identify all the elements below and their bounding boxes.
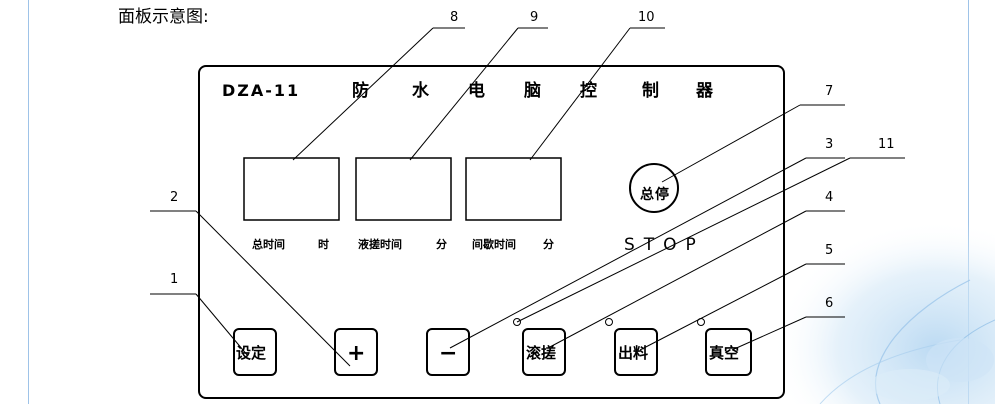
title-char-3: 电	[468, 80, 485, 101]
callout-6: 6	[825, 296, 833, 311]
leader-line-7-diag	[661, 104, 801, 183]
leader-line-1-diag	[195, 293, 249, 357]
discharge-button-label: 出料	[618, 344, 648, 362]
label-tumble-time: 液搓时间	[358, 237, 402, 251]
stop-button[interactable]	[629, 163, 679, 213]
set-button[interactable]	[233, 328, 277, 376]
stop-button-char-1: 总	[640, 186, 654, 203]
callout-10: 10	[638, 10, 655, 25]
label-total-time-unit: 时	[318, 237, 329, 251]
callout-5: 5	[825, 243, 833, 258]
page-border-left	[28, 0, 29, 404]
leader-line-8-diag	[292, 27, 434, 161]
leader-line-6-diag	[731, 316, 807, 351]
callout-7: 7	[825, 84, 833, 99]
label-interval-time-unit: 分	[543, 237, 554, 251]
stop-label: STOP	[624, 235, 705, 255]
leader-line-9-diag	[409, 27, 519, 161]
callout-4: 4	[825, 190, 833, 205]
title-char-6: 制	[642, 80, 659, 101]
callout-3: 3	[825, 137, 833, 152]
tumble-button-label: 滚搓	[526, 344, 556, 362]
label-interval-time: 间歇时间	[472, 237, 516, 251]
plus-button-label: +	[347, 341, 365, 366]
callout-2: 2	[170, 190, 178, 205]
callout-9: 9	[530, 10, 538, 25]
set-button-label: 设定	[236, 344, 266, 362]
label-tumble-time-unit: 分	[436, 237, 447, 251]
title-char-1: 防	[352, 80, 369, 101]
title-char-7: 器	[695, 81, 714, 101]
callout-11: 11	[878, 137, 895, 152]
minus-button[interactable]	[426, 328, 470, 376]
page-border-right	[968, 0, 969, 404]
display-interval-time	[465, 157, 562, 221]
discharge-button[interactable]	[614, 328, 658, 376]
leader-line-3-diag	[449, 157, 807, 349]
vacuum-button[interactable]	[705, 328, 752, 376]
title-char-4: 脑	[524, 80, 541, 101]
leader-line-11-diag	[516, 157, 851, 323]
plus-button[interactable]	[334, 328, 378, 376]
leader-line-2-diag	[195, 210, 351, 367]
leader-line-4-diag	[547, 210, 807, 349]
vacuum-button-label: 真空	[709, 344, 739, 362]
callout-1: 1	[170, 272, 178, 287]
title-char-2: 水	[412, 80, 430, 101]
panel-frame	[198, 65, 785, 399]
model-label: DZA-11	[222, 81, 300, 100]
stop-button-char-2: 停	[655, 186, 669, 203]
display-total-time	[243, 157, 340, 221]
title-char-5: 控	[580, 80, 597, 101]
minus-button-label: −	[439, 341, 457, 366]
callout-8: 8	[450, 10, 458, 25]
label-total-time: 总时间	[252, 237, 285, 251]
display-tumble-time	[355, 157, 452, 221]
leader-line-10-diag	[529, 27, 631, 161]
indicator-lamp-discharge	[605, 318, 613, 326]
tumble-button[interactable]	[522, 328, 566, 376]
leader-line-5-diag	[639, 263, 807, 351]
caption: 面板示意图:	[118, 7, 209, 27]
